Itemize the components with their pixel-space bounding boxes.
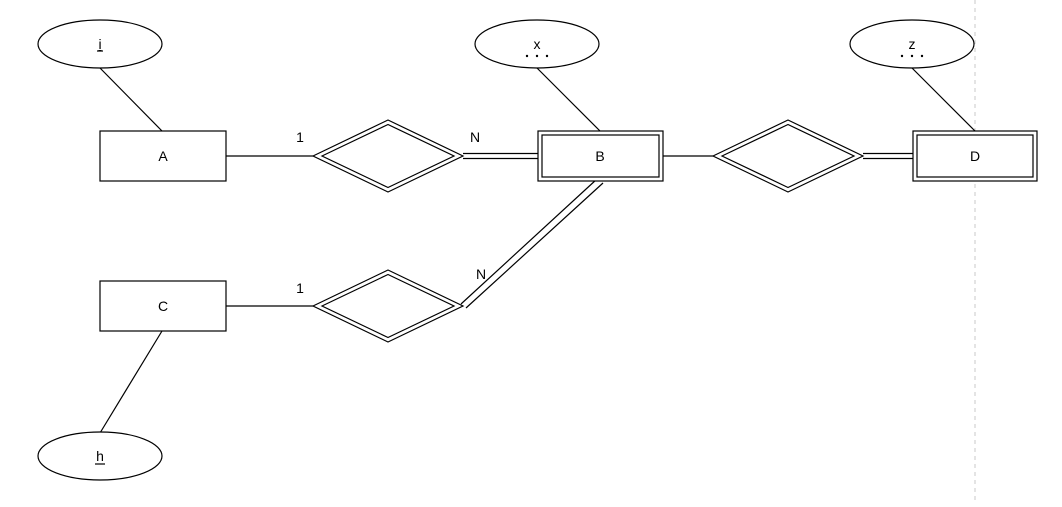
r1-right-cardinality: N (470, 129, 480, 145)
attribute-i-connector (99, 67, 163, 132)
entity-d[interactable]: D (912, 130, 1038, 182)
attribute-x-partial-key-dots (525, 54, 549, 58)
attribute-z-partial-key-dots (900, 54, 924, 58)
attribute-i[interactable]: i (37, 19, 163, 69)
entity-c[interactable]: C (99, 280, 227, 332)
r1-left-cardinality: 1 (296, 129, 304, 145)
entity-b-label: B (595, 148, 604, 164)
relationship-r3[interactable] (311, 269, 465, 343)
attribute-z-connector (911, 67, 976, 132)
entity-b[interactable]: B (537, 130, 664, 182)
attribute-z[interactable]: z (849, 19, 975, 69)
r3-left-cardinality: 1 (296, 280, 304, 296)
attribute-z-label: z (909, 36, 916, 52)
entity-c-label: C (158, 298, 168, 314)
entity-a-label: A (158, 148, 168, 164)
attribute-x-label: x (534, 36, 541, 52)
attribute-h[interactable]: h (37, 431, 163, 481)
attribute-x[interactable]: x (474, 19, 600, 69)
attribute-i-label: i (98, 36, 101, 52)
attribute-h-connector (99, 330, 163, 434)
r3-b-connector-inner (465, 182, 604, 309)
attribute-h-label: h (96, 448, 104, 464)
entity-d-label: D (970, 148, 980, 164)
entity-a[interactable]: A (99, 130, 227, 182)
relationship-r2[interactable] (711, 119, 865, 193)
attribute-x-connector (536, 67, 601, 132)
r3-b-connector-outer (460, 178, 598, 305)
r3-right-cardinality: N (476, 266, 486, 282)
relationship-r1[interactable] (311, 119, 465, 193)
